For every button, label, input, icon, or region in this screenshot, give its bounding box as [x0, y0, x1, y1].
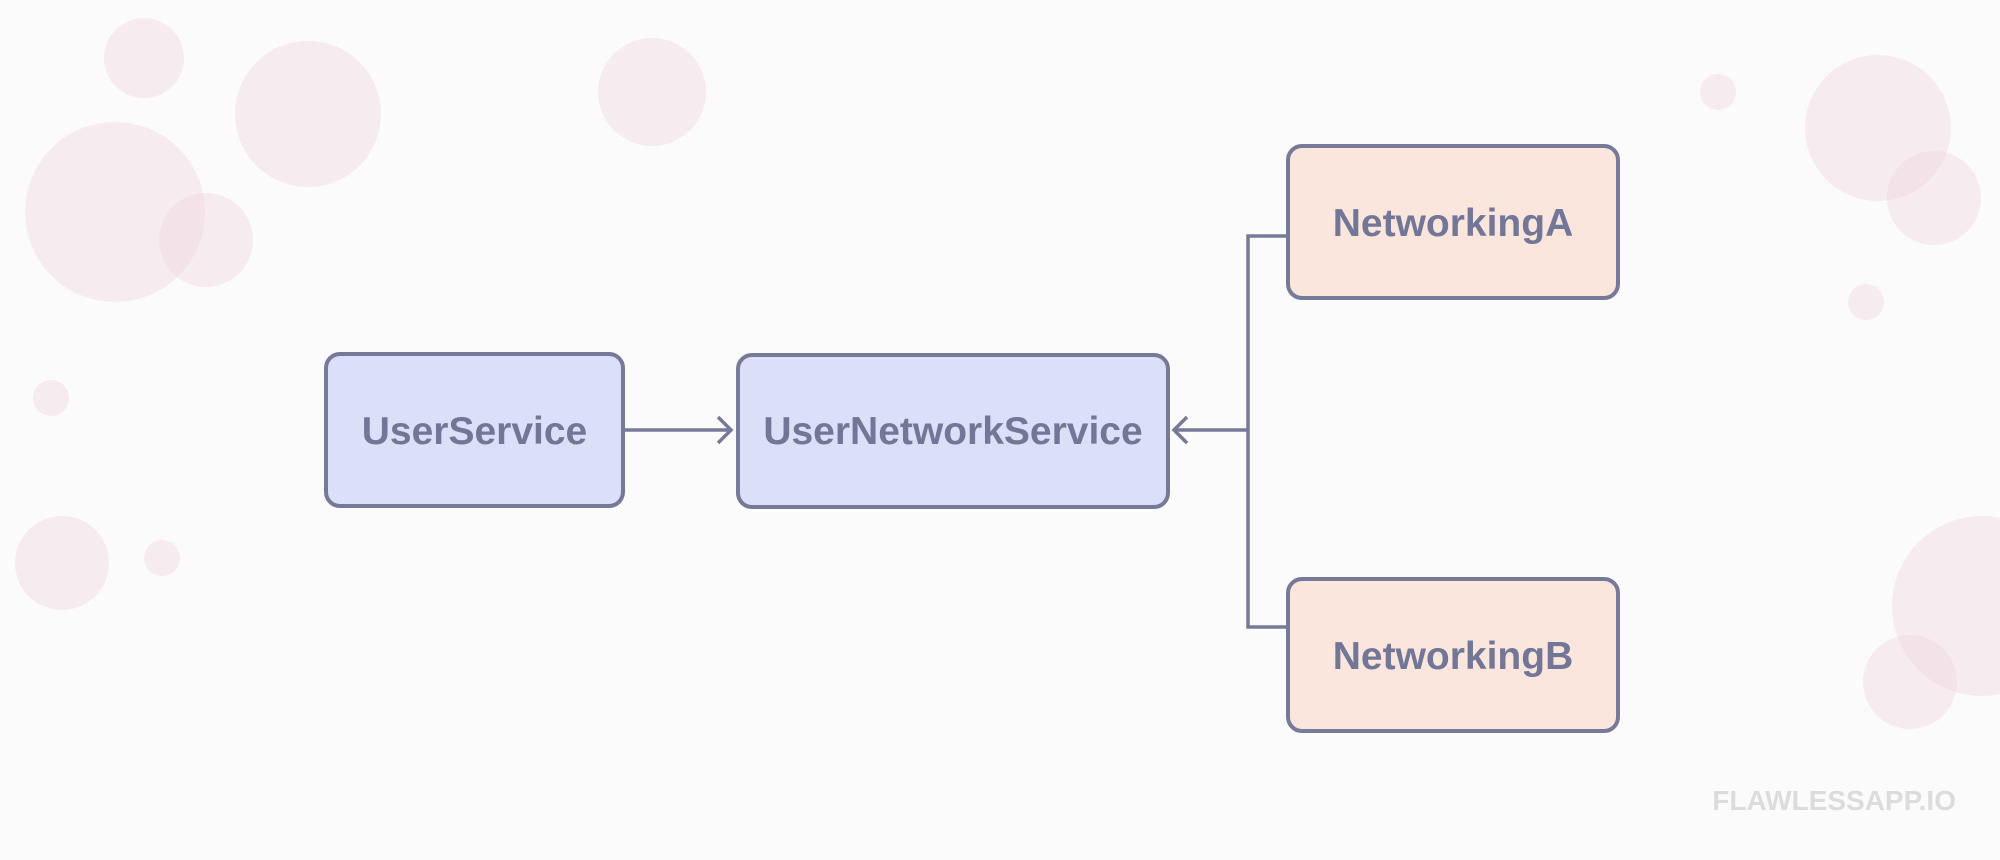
bubble	[1805, 55, 1951, 201]
node-box	[1286, 144, 1620, 300]
bubble	[33, 380, 69, 416]
bubble	[1863, 635, 1957, 729]
bubble	[1700, 74, 1736, 110]
decorative-bubbles	[15, 18, 2000, 729]
node-box	[736, 353, 1170, 509]
node-usernetworkservice: UserNetworkService	[736, 353, 1170, 509]
edge-networkingb-branch	[1246, 430, 1287, 629]
bubble	[144, 540, 180, 576]
node-box	[324, 352, 625, 508]
node-box	[1286, 577, 1620, 733]
arrowhead-icon	[1171, 415, 1189, 445]
watermark-logo: FLAWLESSAPP.IO	[1712, 785, 1956, 816]
node-label-usernetworkservice: UserNetworkService	[763, 410, 1142, 453]
node-userservice: UserService	[324, 352, 625, 508]
bubble	[1887, 151, 1981, 245]
bubble	[1892, 516, 2000, 696]
edge-networkinga-branch	[1246, 234, 1287, 430]
node-networkingb: NetworkingB	[1286, 577, 1620, 733]
arrowhead-icon	[716, 415, 734, 445]
bubble	[598, 38, 706, 146]
bubble	[25, 122, 205, 302]
node-networkinga: NetworkingA	[1286, 144, 1620, 300]
bubble	[104, 18, 184, 98]
bubble	[159, 193, 253, 287]
diagram-edges	[624, 234, 1287, 629]
bubble	[1848, 284, 1884, 320]
bubble	[15, 516, 109, 610]
bubble	[235, 41, 381, 187]
node-label-networkingb: NetworkingB	[1333, 635, 1574, 678]
node-label-networkinga: NetworkingA	[1333, 202, 1574, 245]
node-label-userservice: UserService	[362, 410, 588, 453]
